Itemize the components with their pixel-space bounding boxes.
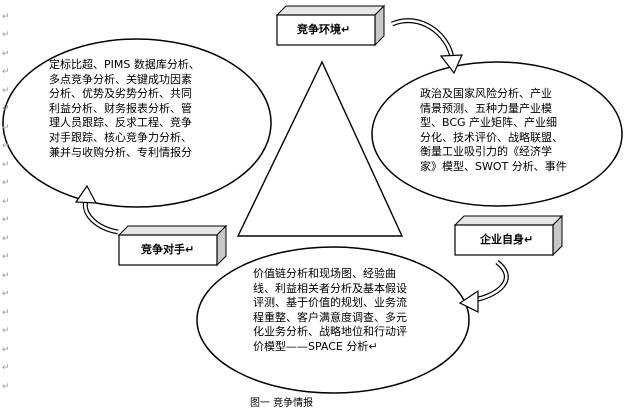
paragraph-mark: ↵: [2, 382, 10, 392]
paragraph-mark: ↵: [2, 197, 10, 207]
figure-caption: 图一 竞争情报: [250, 398, 314, 409]
paragraph-mark: ↵: [2, 30, 10, 40]
ellipse-text-environment-methods: 政治及国家风险分析、产业 情景预测、五种力量产业模 型、BCG 产业矩阵、产业细…: [420, 87, 567, 173]
box-competitive-environment: [275, 4, 386, 47]
box-label-competitor: 竞争对手↵: [141, 243, 195, 256]
box-competitor: [117, 224, 228, 267]
curved-arrow-enterprise: [458, 260, 509, 313]
box-label-competitive-environment: 竞争环境↵: [297, 23, 351, 36]
paragraph-mark: ↵: [2, 123, 10, 133]
box-label-enterprise-itself: 企业自身↵: [480, 233, 534, 246]
paragraph-mark: ↵: [2, 363, 10, 373]
paragraph-mark: ↵: [2, 252, 10, 262]
paragraph-mark: ↵: [2, 141, 10, 151]
ellipse-text-competitor-methods: 定标比超、PIMS 数据库分析、 多点竞争分析、关键成功因素 分析、优势及劣势分…: [49, 58, 200, 159]
paragraph-mark: ↵: [2, 160, 10, 170]
paragraph-mark: ↵: [2, 345, 10, 355]
paragraph-mark: ↵: [2, 289, 10, 299]
paragraph-mark: ↵: [2, 234, 10, 244]
paragraph-mark: ↵: [2, 326, 10, 336]
ellipse-competitor-methods: [2, 38, 272, 208]
ellipse-enterprise-methods: [196, 246, 470, 394]
paragraph-mark: ↵: [2, 86, 10, 96]
paragraph-mark: ↵: [2, 67, 10, 77]
curved-arrow-environment: [391, 18, 463, 75]
paragraph-mark: ↵: [2, 104, 10, 114]
central-triangle: [236, 60, 404, 237]
paragraph-mark: ↵: [2, 215, 10, 225]
ellipse-environment-methods: [371, 61, 623, 207]
paragraph-mark: ↵: [2, 271, 10, 281]
paragraph-mark: ↵: [2, 308, 10, 318]
curved-arrow-competitor: [74, 184, 119, 235]
ellipse-text-enterprise-methods: 价值链分析和现场图、经验曲 线、利益相关者分析及基本假设 评测、基于价值的规划、…: [253, 267, 407, 353]
paragraph-mark: ↵: [2, 12, 10, 22]
paragraph-mark: ↵: [2, 49, 10, 59]
paragraph-mark: ↵: [2, 178, 10, 188]
box-enterprise-itself: [453, 214, 564, 257]
paragraph-mark-column: ↵ ↵ ↵ ↵ ↵ ↵ ↵ ↵ ↵ ↵ ↵ ↵ ↵ ↵ ↵ ↵ ↵ ↵ ↵ ↵ …: [2, 0, 16, 406]
